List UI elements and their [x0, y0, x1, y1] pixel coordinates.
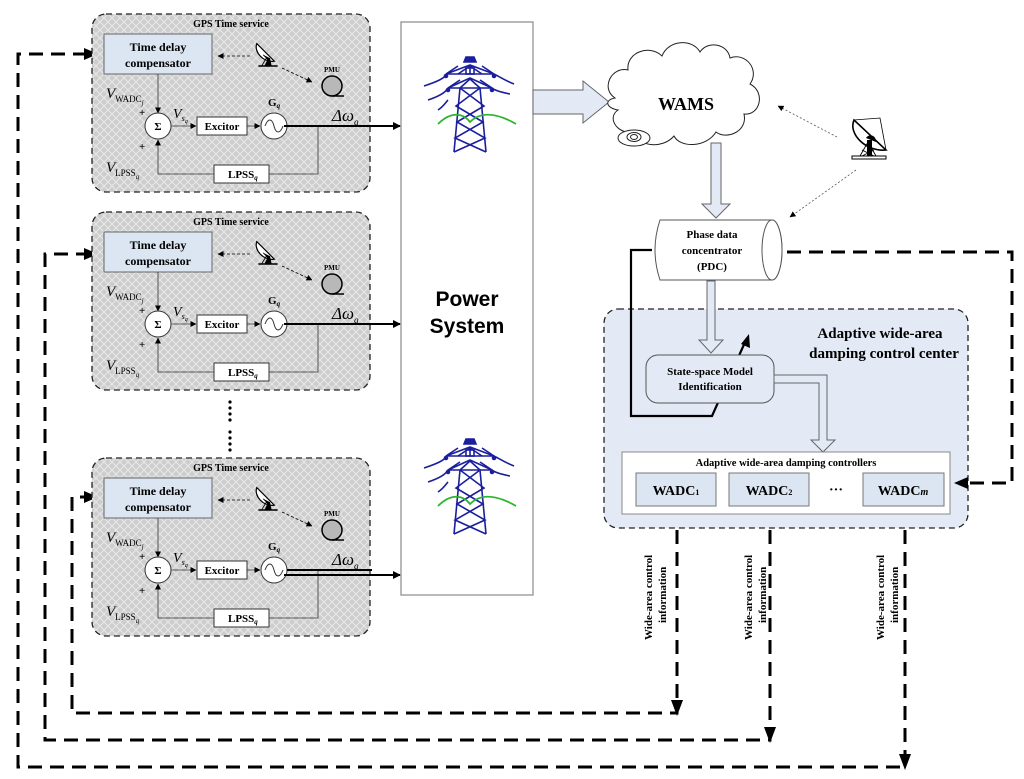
control-info-label-1: Wide-area control information [643, 555, 669, 640]
lpss-block-label: LPSSq [228, 169, 258, 182]
vs-label: Vsq [173, 107, 188, 125]
control-loop-m [16, 52, 907, 769]
exciter-label: Excitor [205, 121, 240, 133]
v-wadc-label: VWADCj [106, 86, 144, 107]
control-info-label-3: Wide-area control information [875, 555, 901, 640]
power-system-label-line2: System [430, 315, 505, 338]
plus-sign-top: + [139, 305, 145, 317]
v-lpss-label: VLPSSq [106, 604, 140, 625]
v-lpss-label: VLPSSq [106, 358, 140, 379]
lpss-block-label: LPSSq [228, 613, 258, 626]
control-info-label-2: Wide-area control information [743, 555, 769, 640]
sum-symbol: Σ [154, 319, 161, 331]
wadc-2-box[interactable] [728, 472, 810, 507]
wams-label: WAMS [658, 94, 714, 114]
block-ellipsis [228, 400, 232, 452]
power-system-label-line1: Power [435, 288, 498, 311]
compensator-label-line2: compensator [125, 500, 192, 514]
pdc-direct-link-arrow [741, 334, 750, 348]
wadc-m-box[interactable] [862, 472, 945, 507]
plus-sign-bottom: + [139, 141, 145, 153]
arrow-head-m [899, 754, 911, 770]
svg-text:information: information [889, 567, 901, 623]
sum-symbol: Σ [154, 121, 161, 133]
wams-to-pdc-arrow [700, 142, 732, 219]
arrow-into-block-2 [84, 248, 98, 260]
svg-text:Wide-area control: Wide-area control [875, 555, 887, 640]
generator-label: Gq [268, 97, 281, 110]
pmu-label: PMU [324, 66, 340, 74]
svg-text:information: information [757, 567, 769, 623]
pdc-to-controllers-arrowhead [954, 477, 968, 489]
arrow-into-block-3 [84, 491, 98, 503]
gps-time-service-label: GPS Time service [193, 217, 269, 228]
v-wadc-label: VWADCj [106, 530, 144, 551]
identification-to-controllers-arrow [773, 374, 837, 453]
svg-text:Wide-area control: Wide-area control [643, 555, 655, 640]
v-lpss-label: VLPSSq [106, 160, 140, 181]
arrow-head-1 [671, 700, 683, 716]
pdc-to-controllers-link [787, 250, 1014, 485]
wadc-1-label: WADC1 [653, 484, 700, 499]
control-center-title-line1: Adaptive wide-area [817, 326, 943, 342]
generator-label: Gq [268, 295, 281, 308]
vs-label: Vsq [173, 305, 188, 323]
arrow-head-2 [764, 727, 776, 743]
gps-time-service-label: GPS Time service [193, 463, 269, 474]
control-loop-1 [70, 495, 679, 715]
compensator-label-line2: compensator [125, 56, 192, 70]
compensator-label-line1: Time delay [130, 40, 187, 54]
exciter-label: Excitor [205, 565, 240, 577]
plus-sign-top: + [139, 551, 145, 563]
identification-box [645, 354, 775, 404]
arrow-into-block-1 [84, 48, 98, 60]
sum-symbol: Σ [154, 565, 161, 577]
identification-label-line2: Identification [678, 381, 742, 393]
pdc-to-identification-arrow [697, 280, 725, 354]
v-wadc-label: VWADCj [106, 284, 144, 305]
pdc-label-line3: (PDC) [697, 261, 727, 273]
plus-sign-bottom: + [139, 339, 145, 351]
delta-omega-label: Δωq [331, 106, 359, 127]
wams-cloud [607, 42, 760, 147]
delta-omega-label: Δωq [331, 304, 359, 325]
svg-text:information: information [657, 567, 669, 623]
control-loop-2 [43, 252, 772, 742]
plus-sign-top: + [139, 107, 145, 119]
dish-to-wams-link [777, 105, 838, 138]
pmu-label: PMU [324, 510, 340, 518]
compensator-label-line1: Time delay [130, 238, 187, 252]
wadc-2-label: WADC2 [746, 484, 793, 499]
svg-text:Wide-area control: Wide-area control [743, 555, 755, 640]
compensator-label-line1: Time delay [130, 484, 187, 498]
compensator-label-line2: compensator [125, 254, 192, 268]
pdc-cylinder [654, 219, 783, 281]
dish-to-pdc-link [789, 169, 857, 218]
identification-label-line1: State-space Model [667, 366, 753, 378]
wadc-ellipsis: ··· [829, 483, 843, 498]
control-center-title-line2: damping control center [809, 346, 959, 362]
plus-sign-bottom: + [139, 585, 145, 597]
controllers-title: Adaptive wide-area damping controllers [696, 458, 877, 469]
measurement-arrow [532, 79, 610, 125]
pdc-label-line2: concentrator [682, 245, 743, 257]
vs-label: Vsq [173, 551, 188, 569]
wadc-1-box[interactable] [635, 472, 717, 507]
power-system-box [400, 21, 534, 596]
gps-time-service-label: GPS Time service [193, 19, 269, 30]
pdc-label-line1: Phase data [686, 229, 738, 241]
exciter-label: Excitor [205, 319, 240, 331]
lpss-block-label: LPSSq [228, 367, 258, 380]
wadc-m-label: WADCm [878, 484, 929, 499]
satellite-dish-icon [851, 117, 887, 160]
delta-omega-label: Δωq [331, 550, 359, 571]
pmu-label: PMU [324, 264, 340, 272]
generator-label: Gq [268, 541, 281, 554]
